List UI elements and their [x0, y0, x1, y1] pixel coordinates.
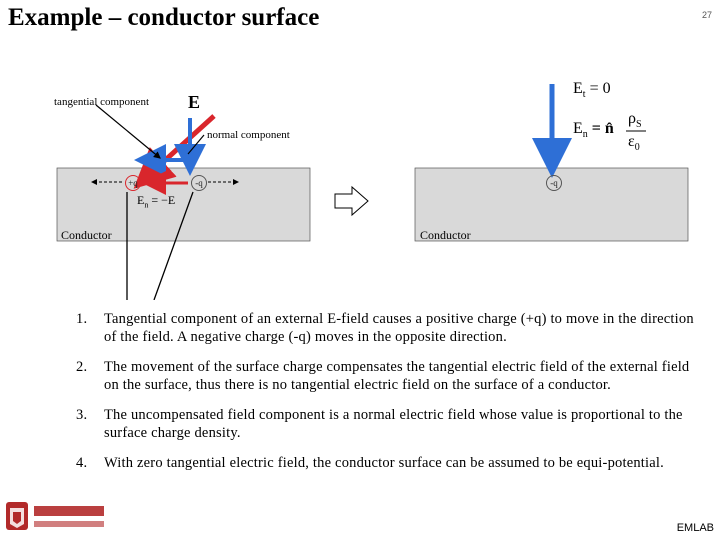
note-item: 2. The movement of the surface charge com… — [72, 358, 702, 394]
rho-numerator: ρS — [628, 110, 642, 130]
conductor-label-left: Conductor — [61, 228, 112, 242]
rho-symbol: ρ — [628, 110, 636, 127]
note-item: 1. Tangential component of an external E-… — [72, 310, 702, 346]
note-number: 1. — [76, 311, 88, 327]
et-symbol: E — [573, 80, 583, 97]
conductor-diagram — [56, 84, 689, 300]
note-item: 3. The uncompensated field component is a… — [72, 406, 702, 442]
page-number: 27 — [701, 10, 712, 20]
normal-pointer-line — [187, 134, 205, 155]
negative-charge-right: -q — [546, 175, 562, 191]
notes-list: 1. Tangential component of an external E-… — [72, 310, 702, 484]
note-item: 4. With zero tangential electric field, t… — [72, 454, 702, 472]
epsilon-subscript: 0 — [634, 142, 640, 154]
en-equation-right: En = n̂ — [573, 120, 614, 140]
rho-subscript: S — [635, 119, 642, 131]
et-equation: Et = 0 — [573, 80, 611, 100]
et-subscript: t — [582, 89, 586, 101]
transition-arrow — [334, 185, 369, 217]
note-text: Tangential component of an external E-fi… — [104, 311, 694, 345]
note-number: 4. — [76, 455, 88, 471]
positive-charge: +q — [125, 175, 141, 191]
en-subscript: n — [144, 200, 149, 210]
en-rhs: = −E — [148, 193, 176, 207]
tangential-component-label: tangential component — [54, 96, 149, 108]
normal-component-label: normal component — [207, 129, 290, 141]
pointer-line-note2 — [153, 191, 194, 300]
e-field-label: E — [188, 92, 201, 112]
slide-title: Example – conductor surface — [8, 4, 320, 31]
negative-charge-left: -q — [191, 175, 207, 191]
en-right-symbol: E — [573, 120, 583, 137]
sogang-university-logo-icon — [6, 502, 104, 530]
tangential-pointer-line — [95, 104, 161, 159]
epsilon-symbol: ε — [628, 133, 635, 150]
en-right-subscript: n — [582, 129, 588, 141]
note-text: The movement of the surface charge compe… — [104, 359, 690, 393]
en-symbol: E — [137, 193, 145, 207]
note-text: With zero tangential electric field, the… — [104, 455, 664, 471]
left-conductor-block — [56, 167, 311, 242]
note-text: The uncompensated field component is a n… — [104, 407, 683, 441]
note-number: 2. — [76, 359, 88, 375]
en-equation-left: En = −E — [137, 193, 175, 209]
en-right-mid: = n̂ — [587, 120, 614, 137]
epsilon-denominator: ε0 — [628, 133, 640, 153]
footer-label: EMLAB — [676, 522, 714, 534]
conductor-label-right: Conductor — [420, 228, 471, 242]
et-rhs: = 0 — [585, 80, 611, 97]
note-number: 3. — [76, 407, 88, 423]
